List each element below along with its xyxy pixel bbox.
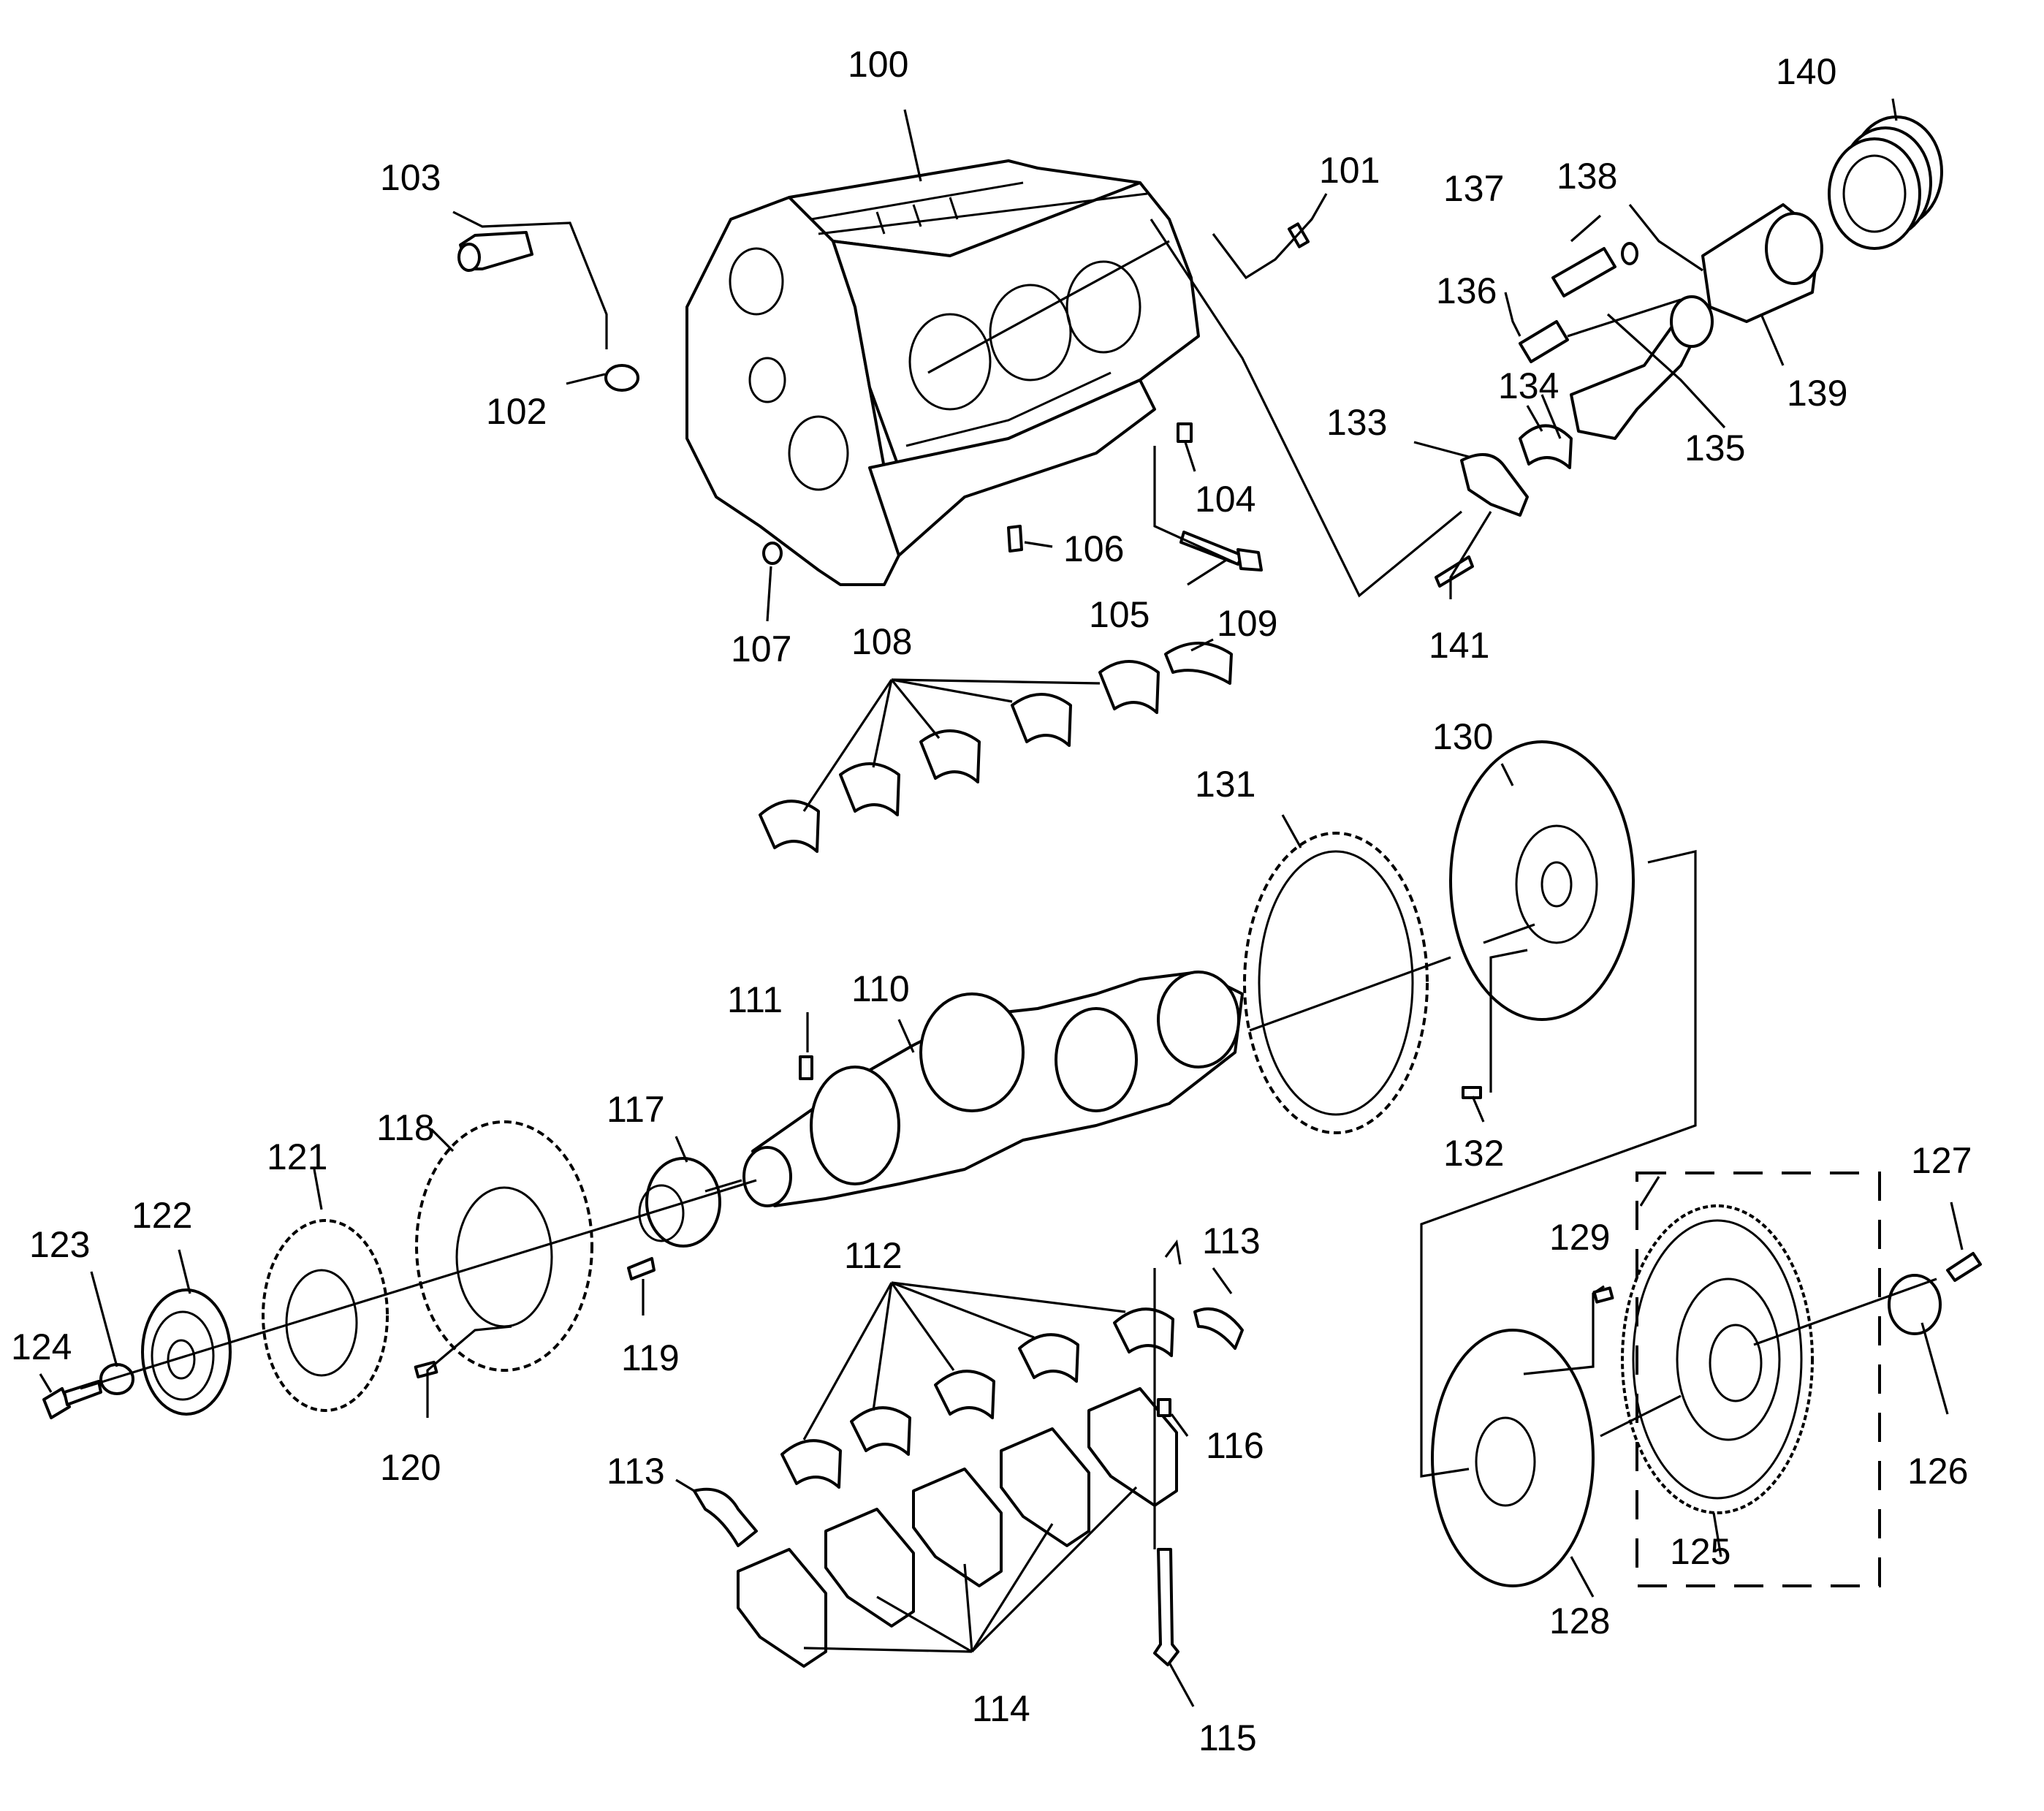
callout-109: 109 xyxy=(1217,603,1277,644)
callout-121: 121 xyxy=(267,1136,327,1177)
callout-112: 112 xyxy=(844,1235,903,1276)
callout-126: 126 xyxy=(1907,1451,1968,1492)
callout-135: 135 xyxy=(1684,428,1745,468)
thrust-washer-113-right xyxy=(1193,1307,1244,1350)
ring-gear xyxy=(1243,832,1429,1134)
callout-131: 131 xyxy=(1195,764,1255,805)
crankshaft xyxy=(742,971,1244,1207)
rod-bearing-134 xyxy=(1519,424,1573,469)
dowel-116 xyxy=(1157,1398,1171,1417)
retainer-138 xyxy=(1621,242,1638,265)
callout-labels: 100 101 102 103 104 105 106 107 108 109 … xyxy=(11,44,1972,1758)
callout-138: 138 xyxy=(1557,156,1617,197)
callout-113-right: 113 xyxy=(1202,1220,1261,1261)
retainer-plate-126 xyxy=(1888,1274,1942,1335)
callout-127: 127 xyxy=(1911,1140,1972,1181)
callout-107: 107 xyxy=(731,629,791,669)
fitting-106 xyxy=(1007,525,1023,553)
main-bearing-lower-set xyxy=(780,1307,1174,1489)
callout-118: 118 xyxy=(376,1107,435,1148)
rod-cap-133 xyxy=(1460,453,1529,517)
piston-rings xyxy=(1828,115,1943,250)
bolt-124 xyxy=(42,1380,102,1419)
callout-140: 140 xyxy=(1776,51,1836,92)
callout-104: 104 xyxy=(1195,479,1255,520)
callout-106: 106 xyxy=(1063,528,1124,569)
callout-110: 110 xyxy=(851,968,910,1009)
flexplate-128 xyxy=(1431,1329,1595,1587)
pin-129 xyxy=(1592,1286,1614,1304)
callout-141: 141 xyxy=(1429,625,1489,666)
callout-125: 125 xyxy=(1670,1531,1730,1572)
plug-107 xyxy=(762,542,783,565)
harmonic-balancer xyxy=(141,1288,232,1416)
flexplate xyxy=(1449,740,1635,1021)
callout-133: 133 xyxy=(1326,402,1387,443)
bolt-127 xyxy=(1946,1252,1982,1282)
callout-122: 122 xyxy=(132,1195,192,1236)
callout-120: 120 xyxy=(380,1447,441,1488)
callout-134: 134 xyxy=(1498,365,1559,406)
callout-130: 130 xyxy=(1432,716,1493,757)
callout-102: 102 xyxy=(486,391,547,432)
bolt-119 xyxy=(627,1257,656,1280)
callout-114: 114 xyxy=(972,1688,1030,1729)
callout-108: 108 xyxy=(851,621,912,662)
pin-132 xyxy=(1462,1086,1482,1099)
callout-100: 100 xyxy=(848,44,908,85)
piston xyxy=(1701,203,1823,323)
callout-139: 139 xyxy=(1787,373,1847,414)
flywheel xyxy=(1621,1204,1814,1514)
callout-136: 136 xyxy=(1436,270,1497,311)
washer-123 xyxy=(99,1363,134,1395)
callout-124: 124 xyxy=(11,1326,72,1367)
callout-111: 111 xyxy=(727,979,783,1020)
thrust-washer-113-left xyxy=(693,1487,758,1547)
optional-flywheel-box xyxy=(1635,1172,1881,1587)
callout-116: 116 xyxy=(1206,1425,1264,1466)
bushing-136 xyxy=(1519,320,1569,363)
callout-137: 137 xyxy=(1443,168,1504,209)
callout-103: 103 xyxy=(380,157,441,198)
dowel-pin-104 xyxy=(1177,422,1193,443)
main-bearing-caps xyxy=(737,1387,1178,1668)
piston-pin-137 xyxy=(1551,247,1616,297)
callout-123: 123 xyxy=(29,1224,90,1265)
main-bearing-upper-set xyxy=(759,642,1233,853)
callout-132: 132 xyxy=(1443,1133,1504,1174)
bolt-105 xyxy=(1179,531,1263,572)
callout-105: 105 xyxy=(1089,594,1150,635)
leader-lines xyxy=(39,98,1964,1707)
callout-113-left: 113 xyxy=(607,1451,665,1492)
crank-sprocket xyxy=(638,1157,721,1248)
main-bolt-115 xyxy=(1153,1548,1179,1666)
timing-gear xyxy=(262,1219,389,1412)
callout-115: 115 xyxy=(1198,1717,1257,1758)
callout-117: 117 xyxy=(607,1089,665,1130)
connecting-rod xyxy=(1570,295,1714,440)
callout-119: 119 xyxy=(621,1337,680,1378)
engine-block xyxy=(685,159,1200,586)
callout-129: 129 xyxy=(1549,1217,1610,1258)
callout-128: 128 xyxy=(1549,1601,1610,1641)
callout-101: 101 xyxy=(1319,150,1380,191)
core-plug-part xyxy=(457,231,639,392)
reluctor-wheel xyxy=(415,1120,593,1372)
